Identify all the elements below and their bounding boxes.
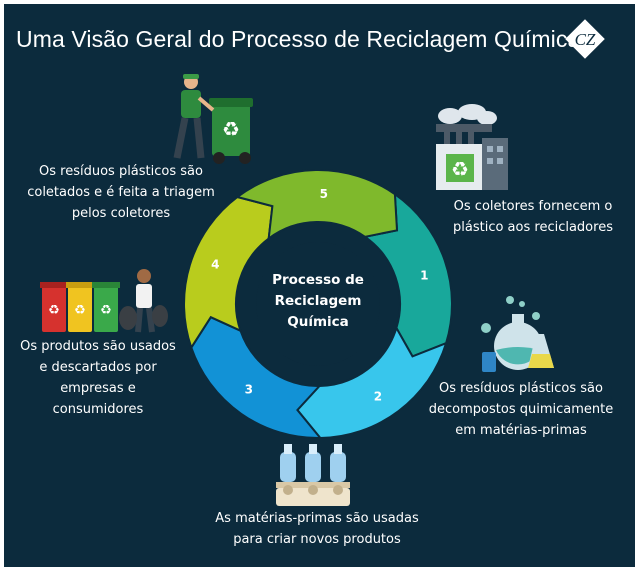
recycle-bins-person-icon: ♻ ♻ ♻ xyxy=(40,269,168,333)
cycle-segment-5 xyxy=(235,169,399,241)
logo-text: CZ xyxy=(575,30,596,49)
step-1-line-2: plástico aos recicladores xyxy=(453,220,613,235)
factory-recycle-icon: ♻ xyxy=(436,104,508,190)
svg-text:♻: ♻ xyxy=(100,303,112,318)
step-3-line-1: As matérias-primas são usadas xyxy=(215,511,419,526)
step-number-4: 4 xyxy=(211,258,219,272)
cycle-segments: 1 2 3 4 5 xyxy=(183,169,453,440)
waste-collector-bin-icon: ♻ xyxy=(173,74,253,164)
cycle-diagram: 1 2 3 4 5 Processo de Reciclagem Química xyxy=(183,169,453,440)
center-circle xyxy=(256,242,380,366)
step-3-line-2: para criar novos produtos xyxy=(233,532,401,547)
step-5-line-3: pelos coletores xyxy=(71,206,171,221)
step-number-2: 2 xyxy=(374,389,382,403)
step-4-description: Os produtos são usados e descartados por… xyxy=(6,336,190,420)
chemistry-flasks-icon xyxy=(481,296,554,372)
svg-text:♻: ♻ xyxy=(222,117,240,141)
step-5-description: Os resíduos plásticos são coletados e é … xyxy=(16,161,226,224)
cz-logo-icon: CZ xyxy=(565,19,605,59)
step-1-description: Os coletores fornecem o plástico aos rec… xyxy=(440,196,626,238)
infographic-frame: Uma Visão Geral do Processo de Reciclage… xyxy=(4,4,635,567)
step-2-line-3: em matérias-primas xyxy=(455,423,587,438)
step-4-line-2: e descartados por xyxy=(39,360,157,375)
step-4-line-3: empresas e xyxy=(60,381,136,396)
step-2-description: Os resíduos plásticos são decompostos qu… xyxy=(418,378,624,441)
bottles-conveyor-icon xyxy=(276,444,350,506)
step-2-line-2: decompostos quimicamente xyxy=(428,402,614,417)
center-line-2: Reciclagem xyxy=(275,293,362,309)
svg-text:♻: ♻ xyxy=(74,303,86,318)
step-4-line-1: Os produtos são usados xyxy=(20,339,176,354)
center-line-3: Química xyxy=(287,314,349,330)
step-2-line-1: Os resíduos plásticos são xyxy=(439,381,603,396)
svg-text:♻: ♻ xyxy=(48,303,60,318)
center-line-1: Processo de xyxy=(272,272,364,288)
step-1-line-1: Os coletores fornecem o xyxy=(453,199,613,214)
step-number-3: 3 xyxy=(245,383,253,397)
svg-text:♻: ♻ xyxy=(451,157,469,181)
step-number-1: 1 xyxy=(420,269,428,283)
step-4-line-4: consumidores xyxy=(52,402,144,417)
step-3-description: As matérias-primas são usadas para criar… xyxy=(184,508,450,550)
step-5-line-1: Os resíduos plásticos são xyxy=(39,164,203,179)
page-title: Uma Visão Geral do Processo de Reciclage… xyxy=(16,26,581,52)
step-number-5: 5 xyxy=(320,187,328,201)
step-5-line-2: coletados e é feita a triagem xyxy=(27,185,215,200)
